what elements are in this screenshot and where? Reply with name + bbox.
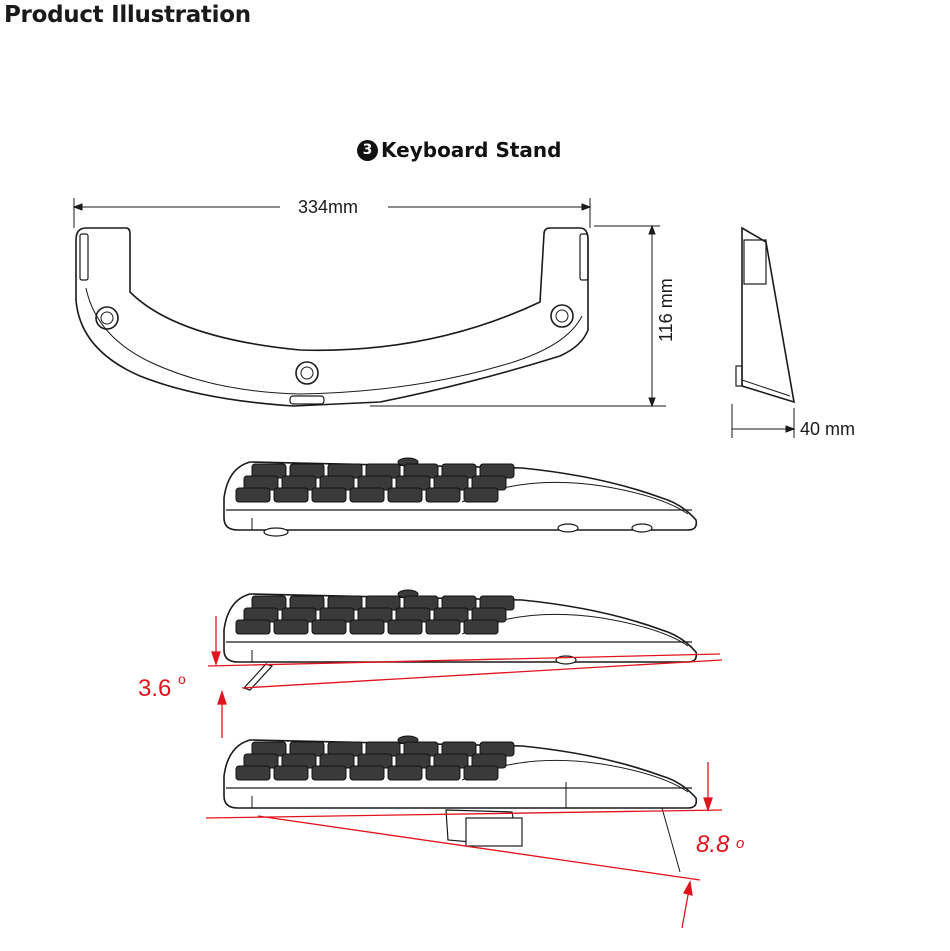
stand-side-view [736, 228, 794, 402]
keyboard-tilt-high [224, 736, 696, 872]
depth-label: 40 mm [800, 419, 855, 439]
angle-high-value: 8.8 [696, 831, 730, 858]
depth-dimension [732, 404, 794, 438]
height-label: 116 mm [656, 278, 676, 342]
angle-high-label: 8.8 o [696, 831, 744, 858]
angle-low-label: 3.6 o [138, 671, 186, 702]
height-dimension [370, 226, 666, 406]
angle-low-degree: o [178, 671, 186, 687]
angle-high-degree: o [736, 835, 744, 852]
angle-low-value: 3.6 [138, 675, 171, 702]
keyboard-flat [224, 458, 696, 536]
stand-top-view [76, 228, 588, 406]
width-label: 334mm [298, 197, 358, 217]
